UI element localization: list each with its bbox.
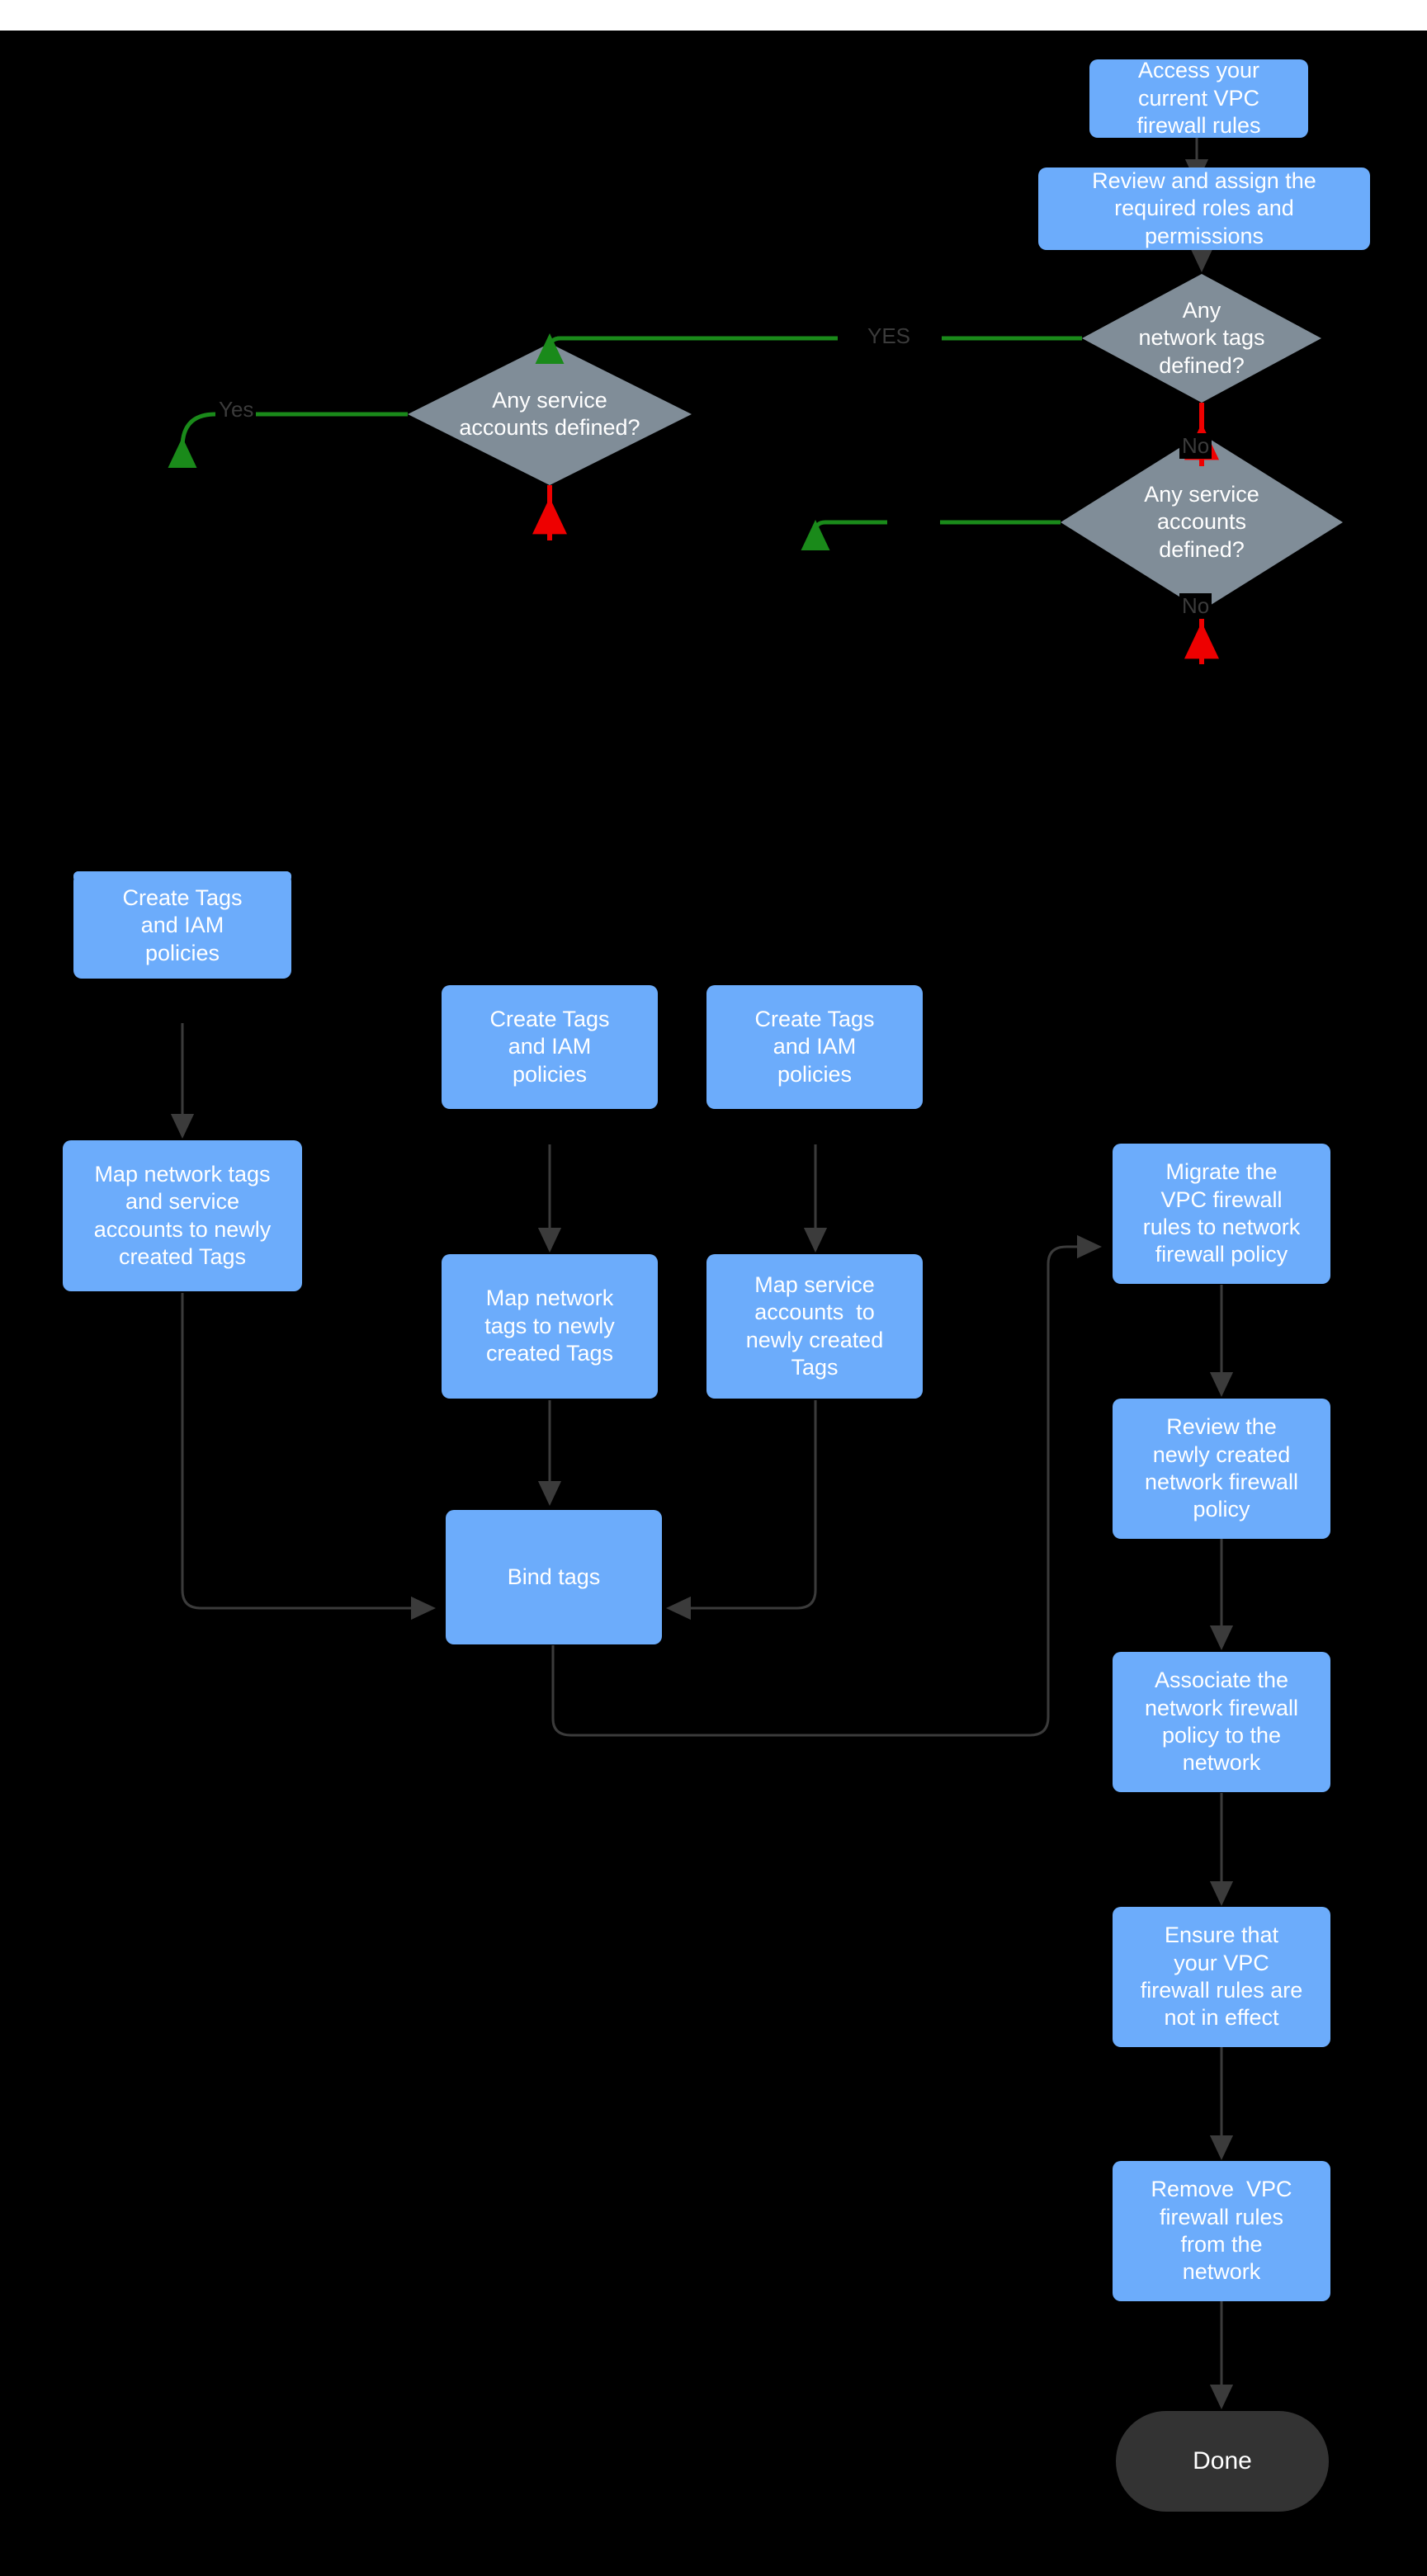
diamond-any-service-accounts-right [1061,434,1343,611]
edge-qserviceright-yes-b [801,520,887,551]
top-white-band [0,0,1427,31]
flowchart-edges [168,136,1343,2409]
node-label: Done [1193,2447,1252,2475]
node-label: Map network tags to newly created Tags [484,1286,615,1366]
node-map-network-tags-and-service-accounts[interactable]: Map network tags and service accounts to… [63,1140,302,1291]
node-any-service-accounts-defined-right[interactable]: Any service accounts defined? [1061,434,1343,611]
node-label: Ensure that your VPC firewall rules are … [1140,1923,1303,2031]
node-label: Review the newly created network firewal… [1144,1414,1299,1522]
edge-mapservice-to-bind [666,1400,817,1621]
diamond-any-network-tags [1082,274,1321,403]
node-create-tags-iam-policies-right-branch[interactable]: Create Tags and IAM policies [706,985,923,1109]
edge-bind-to-migrate [551,1234,1102,1737]
node-label: Map network tags and service accounts to… [93,1161,272,1269]
node-label: Create Tags and IAM policies [489,1006,610,1087]
node-label: Review and assign the required roles and… [1092,167,1316,248]
flowchart-stage: Access your current VPC firewall rules R… [0,31,1427,2576]
node-label: Any service accounts defined? [1144,481,1259,562]
node-any-network-tags-defined[interactable]: Any network tags defined? [1082,274,1321,403]
node-access-current-vpc-firewall-rules[interactable]: Access your current VPC firewall rules [1089,58,1308,139]
node-label: Create Tags and IAM policies [122,885,243,965]
node-label: Bind tags [507,1564,601,1589]
edge-label-service-accounts-left-yes: Yes [216,397,257,422]
node-label: Any service accounts defined? [459,387,640,440]
node-remove-vpc-firewall-rules-from-network[interactable]: Remove VPC firewall rules from the netwo… [1113,2161,1330,2301]
node-associate-network-firewall-policy-to-network[interactable]: Associate the network firewall policy to… [1113,1652,1330,1792]
edge-label-service-accounts-right-no: No [1179,593,1212,619]
edge-qnetworktags-yes-arrow [535,333,565,365]
node-label: Any network tags defined? [1138,297,1265,378]
node-label: Associate the network firewall policy to… [1144,1668,1299,1776]
node-ensure-vpc-firewall-rules-not-in-effect[interactable]: Ensure that your VPC firewall rules are … [1113,1907,1330,2047]
node-migrate-vpc-rules-to-network-firewall-policy[interactable]: Migrate the VPC firewall rules to networ… [1113,1144,1330,1284]
node-label: Access your current VPC firewall rules [1136,58,1261,139]
edge-label-network-tags-no: No [1179,433,1212,459]
node-any-service-accounts-defined-left[interactable]: Any service accounts defined? [408,343,692,485]
node-map-network-tags-to-newly-created-tags[interactable]: Map network tags to newly created Tags [442,1254,658,1399]
edge-mapboth-to-bind [181,1293,436,1621]
node-create-tags-iam-policies-left-branch[interactable]: Create Tags and IAM policies [73,873,291,979]
edge-qserviceleft-yes-b [168,412,216,469]
node-map-service-accounts-to-newly-created-tags[interactable]: Map service accounts to newly created Ta… [706,1254,923,1399]
decision-shapes [408,274,1343,611]
node-done[interactable]: Done [1116,2411,1329,2512]
node-review-and-assign-roles[interactable]: Review and assign the required roles and… [1038,167,1370,250]
node-label: Migrate the VPC firewall rules to networ… [1142,1159,1301,1267]
edge-label-network-tags-yes: YES [865,323,914,349]
node-bind-tags[interactable]: Bind tags [446,1510,662,1644]
node-label: Create Tags and IAM policies [754,1006,875,1087]
node-create-tags-iam-policies-mid-branch[interactable]: Create Tags and IAM policies [442,985,658,1109]
diamond-any-service-accounts-left [408,343,692,485]
node-label: Remove VPC firewall rules from the netwo… [1151,2177,1292,2285]
node-label: Map service accounts to newly created Ta… [745,1271,884,1380]
node-review-newly-created-network-firewall-policy[interactable]: Review the newly created network firewal… [1113,1399,1330,1539]
